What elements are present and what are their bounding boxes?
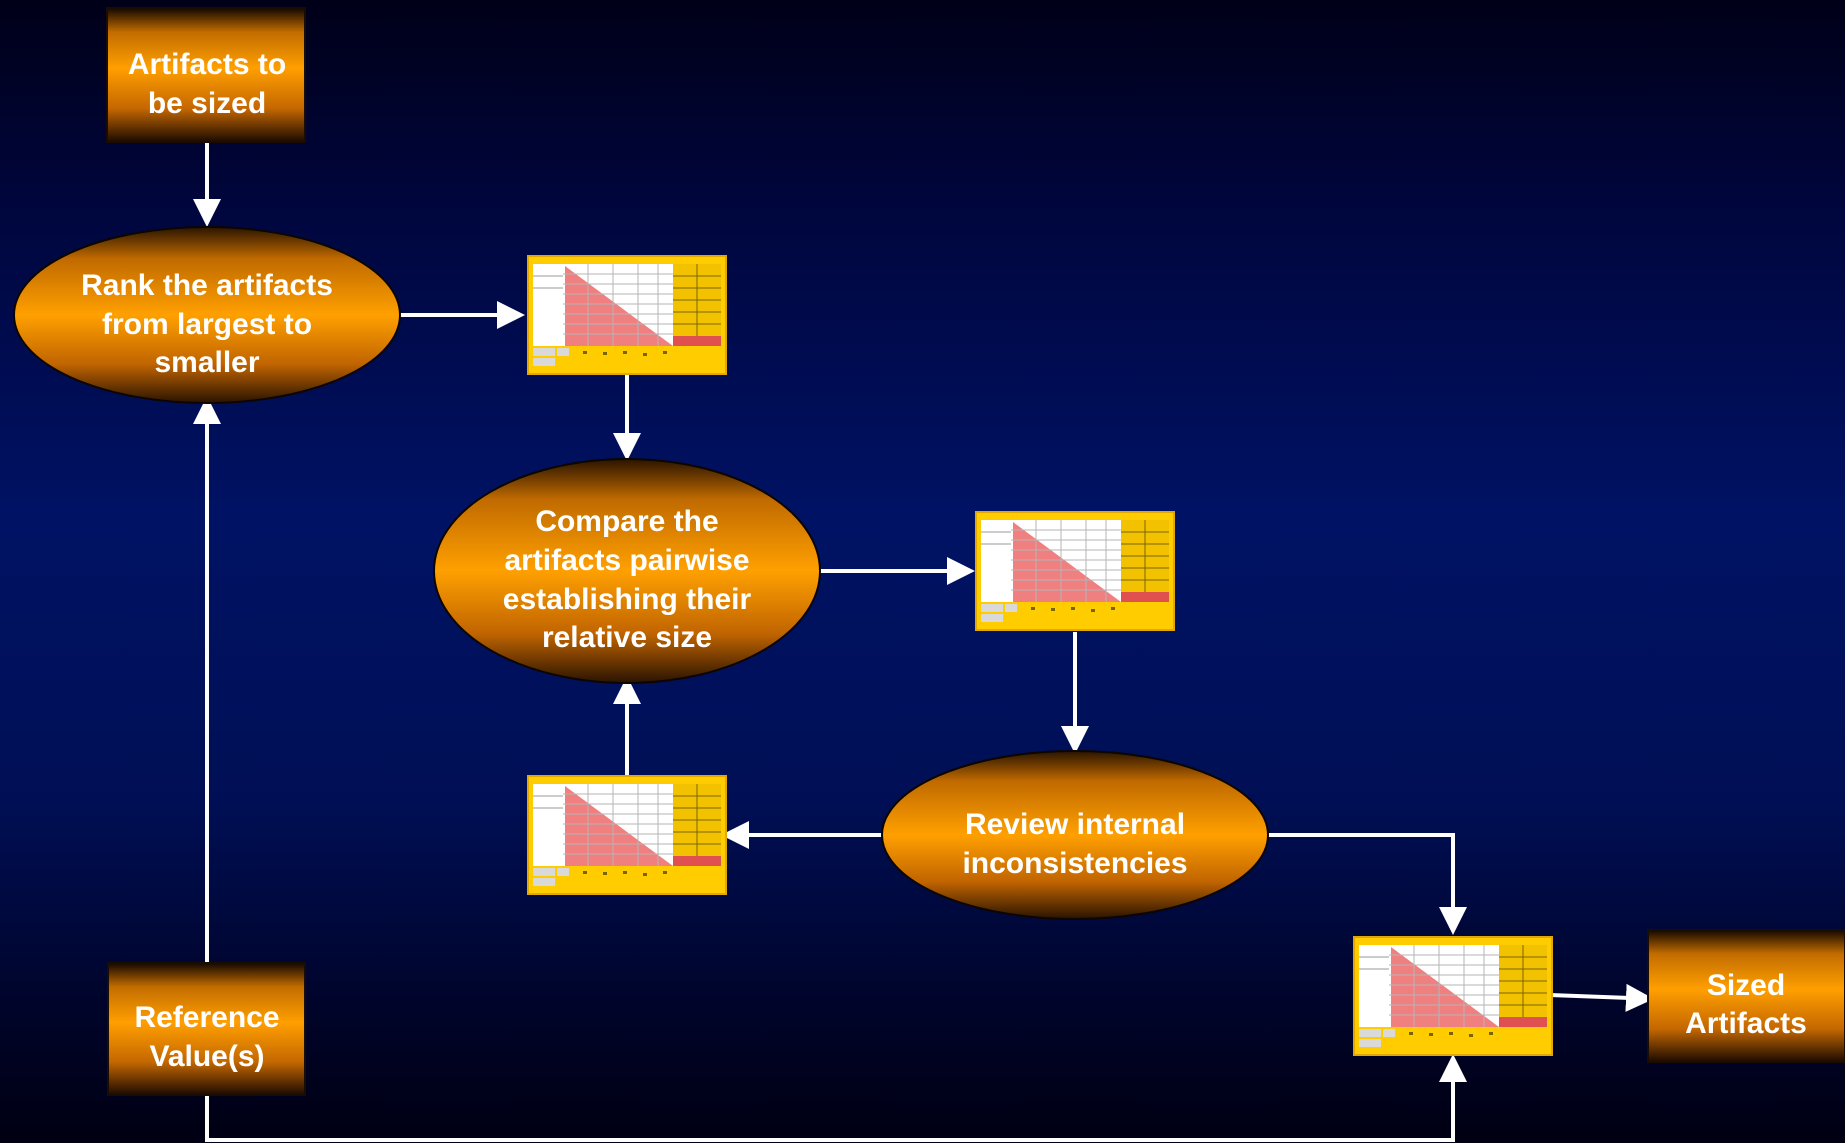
node-compare-pairwise: Compare the artifacts pairwise establish… — [433, 458, 821, 684]
node-artifacts-to-be-sized-line-1: Artifacts to — [128, 48, 286, 81]
node-reference-line-1: Reference — [134, 1001, 279, 1034]
node-sized-artifacts: Sized Artifacts — [1647, 929, 1845, 1063]
node-reference-line-2: Value(s) — [149, 1040, 264, 1073]
node-review-line-1: Review internal — [965, 808, 1185, 841]
arrow-matrix4-to-sized — [1549, 983, 1654, 1012]
matrix-thumbnail-3 — [527, 775, 727, 895]
node-rank-line-1: Rank the artifacts — [81, 269, 333, 302]
node-artifacts-to-be-sized-line-2: be sized — [148, 87, 266, 120]
matrix-thumbnail-1 — [527, 255, 727, 375]
node-artifacts-to-be-sized: Artifacts to be sized — [106, 7, 306, 143]
arrow-reference-to-matrix4 — [205, 1054, 1467, 1142]
node-compare-line-3: establishing their — [503, 583, 752, 616]
node-rank-line-2: from largest to — [102, 308, 312, 341]
arrow-review-to-matrix4 — [1268, 833, 1467, 935]
node-compare-line-4: relative size — [542, 621, 712, 654]
node-compare-line-1: Compare the — [535, 505, 718, 538]
matrix-thumbnail-4 — [1353, 936, 1553, 1056]
node-reference-values: Reference Value(s) — [107, 962, 306, 1096]
node-review-inconsistencies: Review internal inconsistencies — [881, 750, 1269, 920]
node-compare-line-2: artifacts pairwise — [504, 544, 749, 577]
matrix-thumbnail-2 — [975, 511, 1175, 631]
node-rank-line-3: smaller — [154, 346, 259, 379]
node-sized-line-2: Artifacts — [1685, 1007, 1807, 1040]
node-review-line-2: inconsistencies — [962, 847, 1187, 880]
node-sized-line-1: Sized — [1707, 969, 1785, 1002]
node-rank-artifacts: Rank the artifacts from largest to small… — [13, 226, 401, 404]
